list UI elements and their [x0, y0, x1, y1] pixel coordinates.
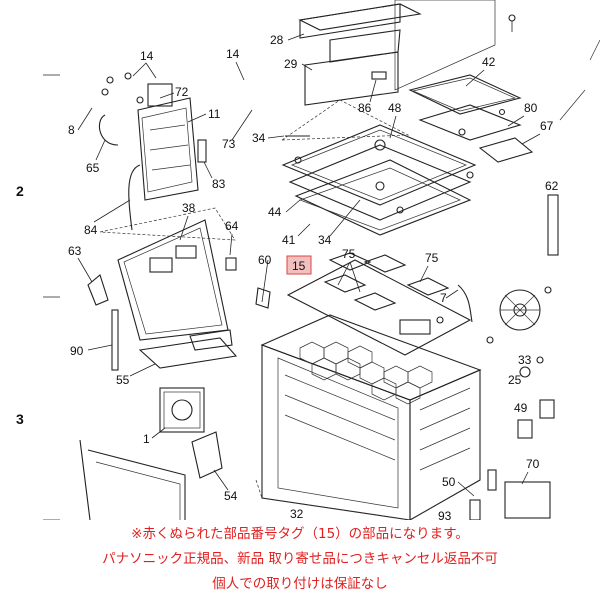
label-14-a: 14 — [140, 49, 154, 63]
label-32: 32 — [290, 507, 304, 520]
right-side-parts — [436, 39, 600, 520]
label-38: 38 — [182, 201, 196, 215]
label-84: 84 — [84, 223, 98, 237]
label-86: 86 — [358, 101, 372, 115]
label-34-a: 34 — [252, 131, 266, 145]
label-15: 15 — [292, 259, 306, 273]
label-93: 93 — [438, 509, 452, 520]
label-44: 44 — [268, 205, 282, 219]
label-55: 55 — [116, 373, 130, 387]
part-15-plate — [286, 252, 472, 356]
notice-line-highlight: ※赤くぬられた部品番号タグ（15）の部品になります。 — [131, 526, 469, 542]
oven-cavity — [255, 259, 482, 520]
top-right-covers — [371, 71, 534, 163]
lower-left-parts — [79, 329, 238, 520]
label-54: 54 — [224, 489, 238, 503]
label-41: 41 — [282, 233, 296, 247]
label-70: 70 — [526, 457, 540, 471]
product-notice: ※赤くぬられた部品番号タグ（15）の部品になります。 パナソニック正規品、新品 … — [0, 522, 600, 597]
label-7: 7 — [440, 291, 447, 305]
label-75-b: 75 — [425, 251, 439, 265]
label-90: 90 — [70, 344, 84, 358]
label-63: 63 — [68, 244, 82, 258]
label-42: 42 — [482, 55, 496, 69]
label-33: 33 — [518, 353, 532, 367]
part-number-labels: 14 72 8 11 65 83 84 38 63 64 90 55 1 54 … — [68, 33, 559, 520]
label-25: 25 — [508, 373, 522, 387]
notice-line-no-warranty: 個人での取り付けは保証なし — [212, 576, 388, 592]
top-panels — [298, 0, 516, 106]
exploded-parts-diagram: 2 3 — [16, 0, 600, 520]
label-48: 48 — [388, 101, 402, 115]
label-80: 80 — [524, 101, 538, 115]
label-15-highlight-tag — [286, 255, 312, 275]
row-label-2: 2 — [16, 183, 24, 199]
label-72: 72 — [175, 85, 189, 99]
label-65: 65 — [86, 161, 100, 175]
label-11: 11 — [208, 107, 221, 121]
label-14-b: 14 — [226, 47, 240, 61]
label-34-b: 34 — [318, 233, 332, 247]
label-29: 29 — [284, 57, 298, 71]
label-60: 60 — [258, 253, 272, 267]
cavity-top-tray — [280, 99, 477, 236]
label-8: 8 — [68, 123, 75, 137]
notice-line-genuine-no-return: パナソニック正規品、新品 取り寄せ品につきキャンセル返品不可 — [102, 551, 498, 567]
label-83: 83 — [212, 177, 226, 191]
label-1: 1 — [143, 432, 150, 446]
label-67: 67 — [540, 119, 554, 133]
label-75-a: 75 — [342, 247, 356, 261]
label-73: 73 — [222, 137, 236, 151]
left-bracket-assembly — [98, 72, 207, 231]
margin-ruler: 2 3 — [16, 74, 60, 520]
row-label-3: 3 — [16, 411, 24, 427]
label-28: 28 — [270, 33, 284, 47]
label-62: 62 — [545, 179, 559, 193]
label-64: 64 — [225, 219, 239, 233]
label-50: 50 — [442, 475, 456, 489]
label-49: 49 — [514, 401, 528, 415]
